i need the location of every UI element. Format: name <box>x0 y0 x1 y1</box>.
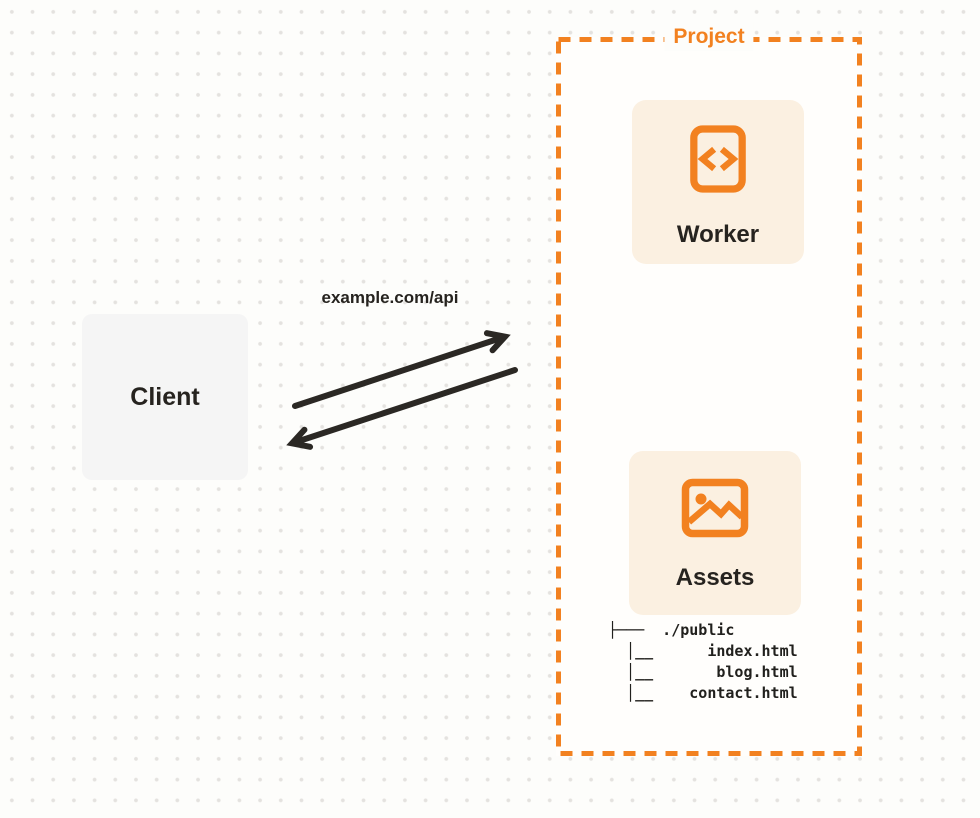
request-url-label: example.com/api <box>321 288 459 307</box>
file-tree-line: │__ index.html <box>608 642 798 660</box>
response-arrow <box>286 367 518 450</box>
file-tree-line: ├─── ./public <box>608 621 735 639</box>
assets-node: Assets <box>629 451 801 615</box>
request-arrow <box>292 330 511 409</box>
client-label: Client <box>130 382 200 411</box>
code-file-icon <box>690 125 746 193</box>
worker-node: Worker <box>632 100 804 264</box>
file-tree-line: │__ blog.html <box>608 663 798 681</box>
image-icon <box>681 478 749 538</box>
project-group: Project Worker Assets ├─── ./public │__ … <box>556 22 862 756</box>
file-tree-line: │__ contact.html <box>608 684 798 702</box>
worker-label: Worker <box>676 221 760 248</box>
assets-file-tree: ├─── ./public │__ index.html │__ blog.ht… <box>608 620 798 704</box>
project-label: Project <box>664 22 754 51</box>
client-node: Client <box>82 314 248 480</box>
assets-label: Assets <box>675 564 755 591</box>
